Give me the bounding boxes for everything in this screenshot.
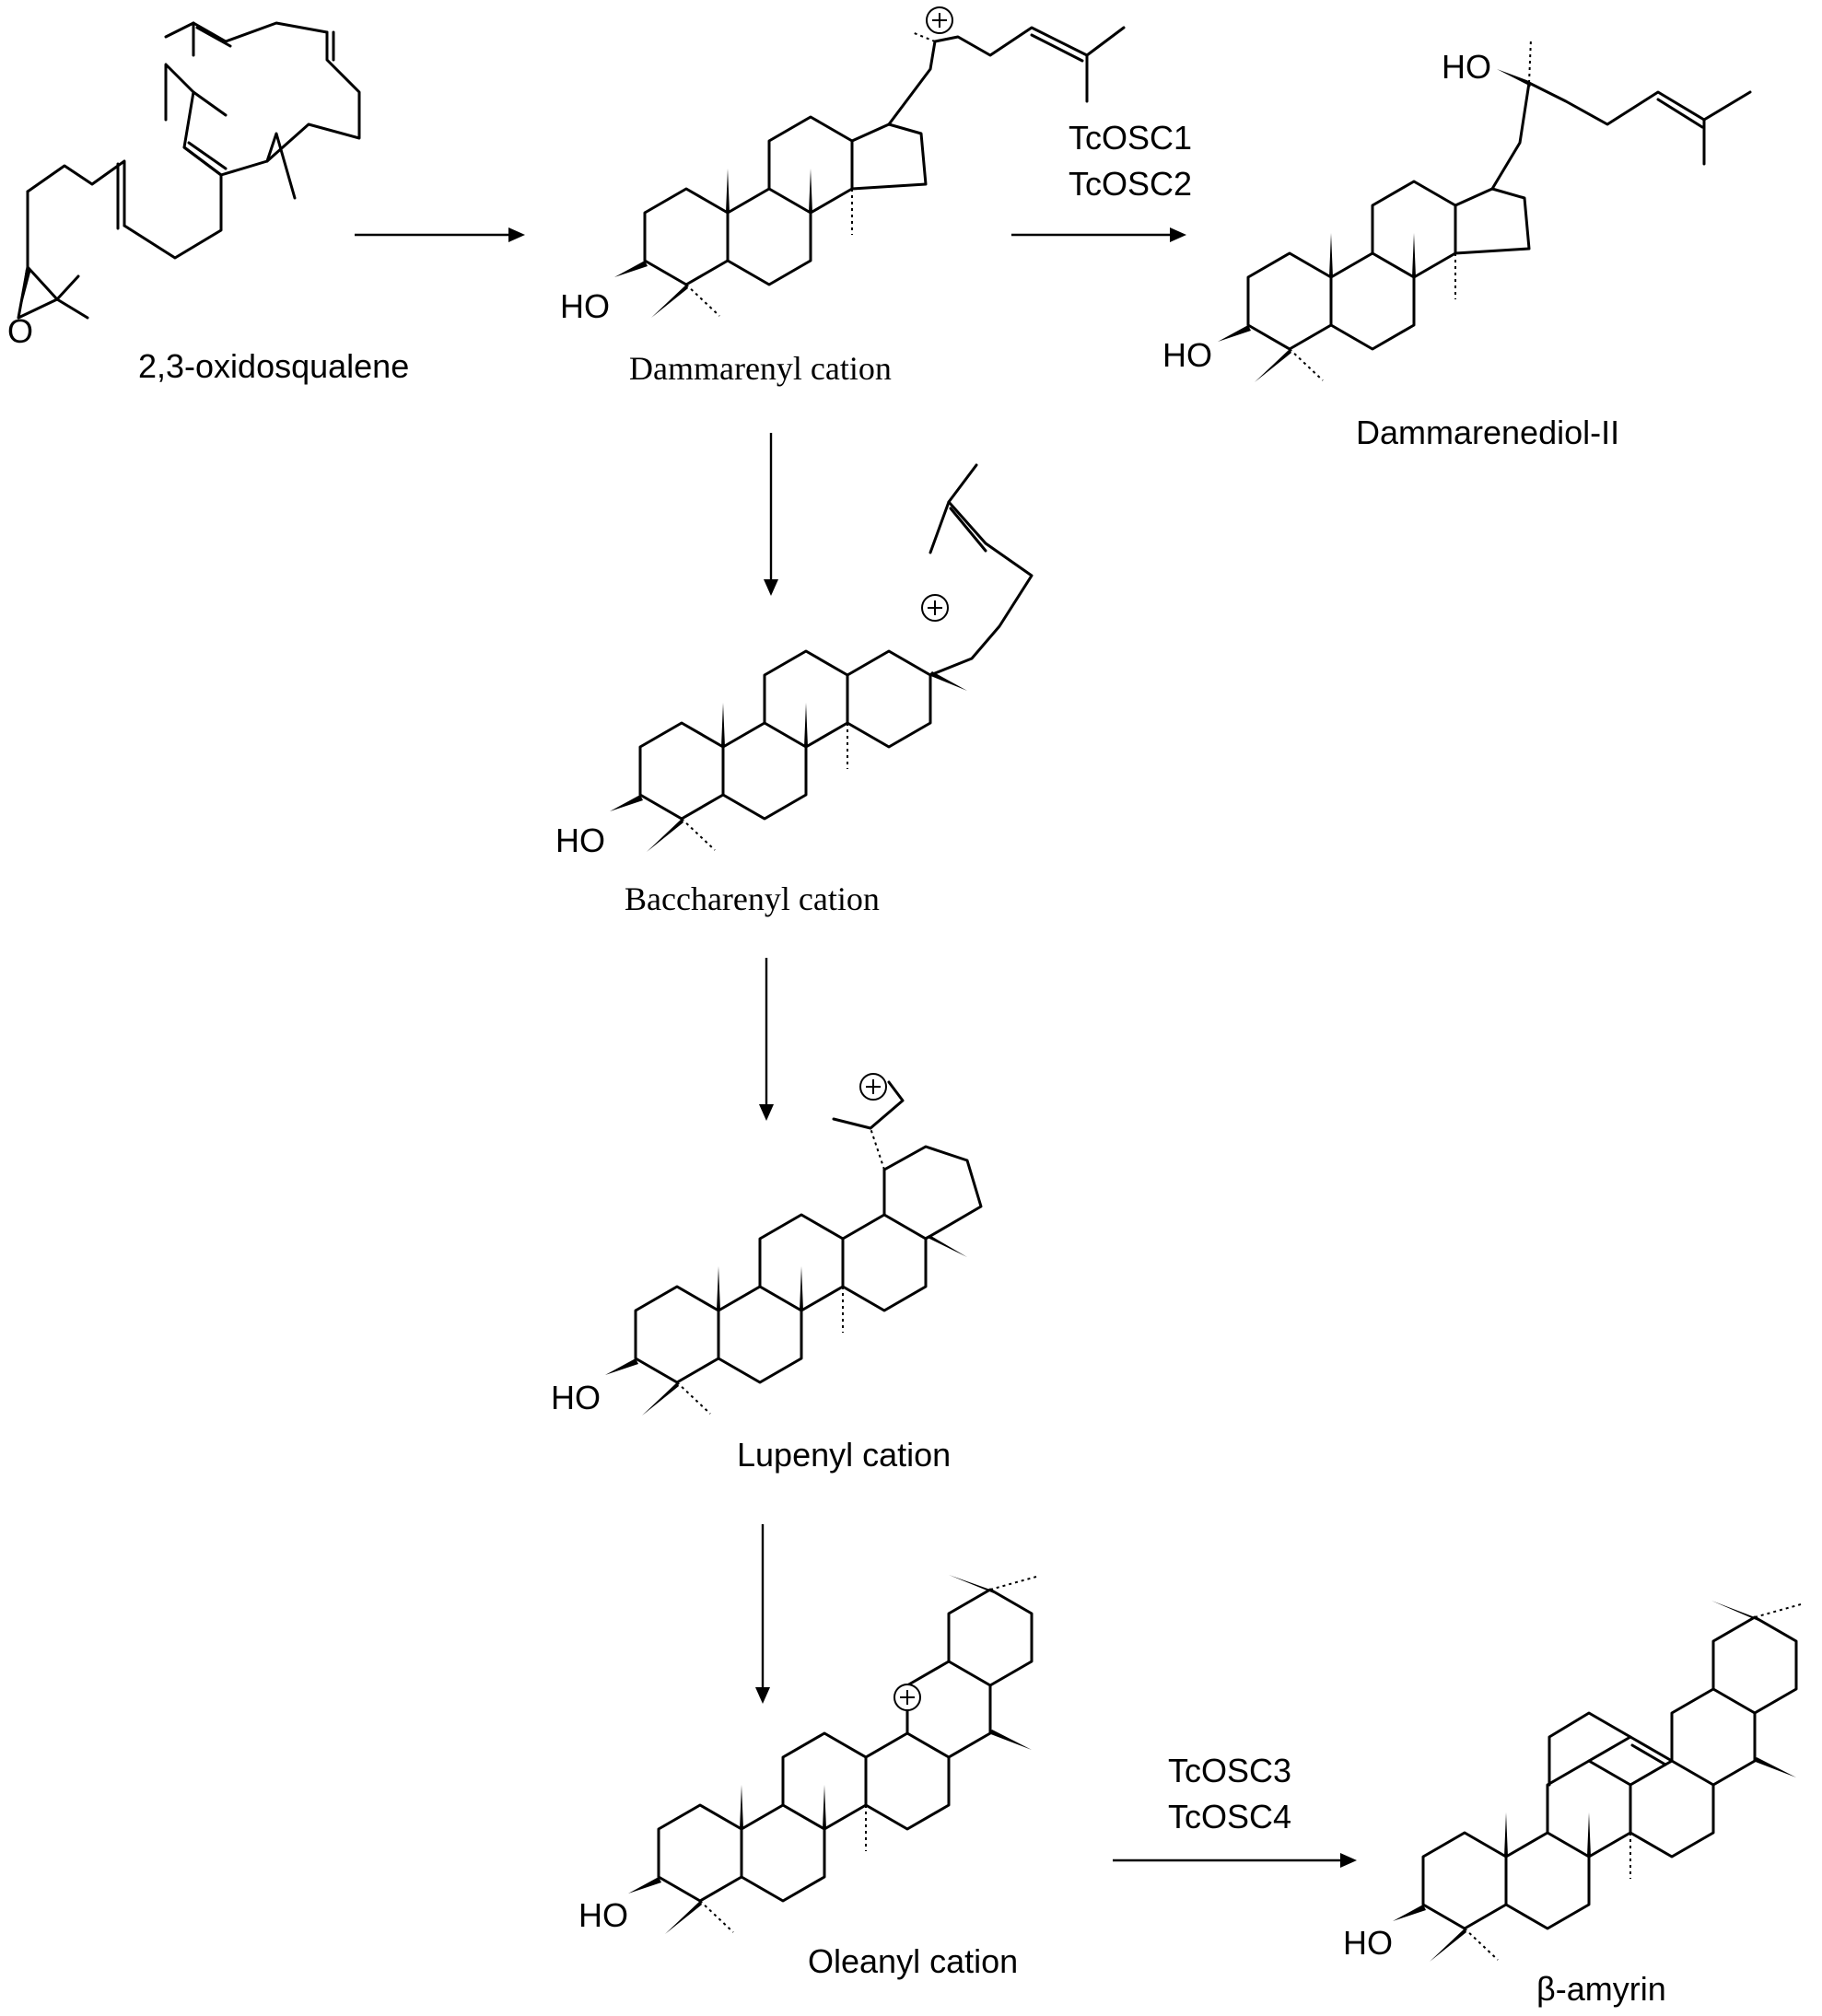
epoxide-oxygen-atom: O <box>7 312 33 350</box>
label-oleanyl: Oleanyl cation <box>808 1942 1018 1980</box>
label-lupenyl: Lupenyl cation <box>737 1436 951 1474</box>
arrow-baccharenyl-to-lupenyl <box>759 958 774 1121</box>
arrow-oxidosqualene-to-dammarenyl <box>355 227 525 242</box>
arrow-dammarenyl-to-dammarenediol <box>1011 227 1186 242</box>
label-dammarenediol: Dammarenediol-II <box>1356 414 1619 451</box>
enzyme-label-tcosc2: TcOSC2 <box>1069 165 1192 203</box>
enzyme-label-tcosc1: TcOSC1 <box>1069 119 1192 157</box>
dammarenediol-structure: HO HO <box>1162 38 1752 384</box>
hydroxyl-group: HO <box>551 1379 601 1416</box>
label-baccharenyl: Baccharenyl cation <box>625 880 880 917</box>
cation-charge <box>893 1684 921 1711</box>
enzyme-label-tcosc4: TcOSC4 <box>1168 1798 1291 1835</box>
cation-charge <box>859 1073 887 1101</box>
hydroxyl-group: HO <box>578 1896 628 1934</box>
hydroxyl-group: HO <box>560 287 610 325</box>
enzyme-label-tcosc3: TcOSC3 <box>1168 1752 1291 1789</box>
dammarenyl-structure: HO <box>560 6 1126 325</box>
baccharenyl-structure: HO <box>555 463 1034 859</box>
arrow-dammarenyl-to-baccharenyl <box>764 433 778 596</box>
arrow-lupenyl-to-oleanyl <box>755 1524 770 1704</box>
amyrin-structure: HO <box>1343 1601 1802 1964</box>
cation-charge <box>921 594 949 622</box>
hydroxyl-group: HO <box>555 822 605 859</box>
hydroxyl-group: HO <box>1162 336 1212 374</box>
hydroxyl-group: HO <box>1343 1924 1393 1962</box>
oleanyl-structure: HO <box>578 1575 1037 1936</box>
side-chain-hydroxyl: HO <box>1442 48 1491 86</box>
label-dammarenyl: Dammarenyl cation <box>629 350 892 387</box>
label-oxidosqualene: 2,3-oxidosqualene <box>138 347 409 385</box>
cation-charge <box>926 6 953 34</box>
lupenyl-structure: HO <box>551 1073 983 1417</box>
arrow-oleanyl-to-amyrin <box>1113 1853 1357 1868</box>
label-amyrin: β-amyrin <box>1536 1970 1666 2008</box>
oxidosqualene-structure: O <box>7 21 361 350</box>
